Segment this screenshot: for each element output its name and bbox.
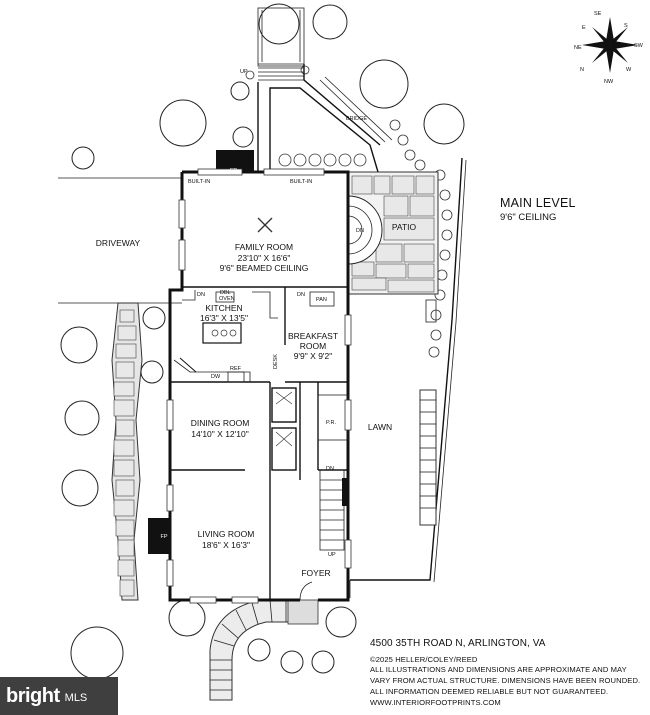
up-label: UP [328, 552, 336, 558]
disclaimer-line: ALL ILLUSTRATIONS AND DIMENSIONS ARE APP… [370, 665, 627, 674]
landscape [60, 3, 465, 680]
down-label: DN [356, 228, 364, 234]
compass-label: W [626, 67, 632, 73]
compass-label: S [624, 23, 628, 29]
dishwasher-label: DW [211, 374, 221, 380]
breakfast-name: BREAKFAST [288, 331, 338, 341]
ceiling-fan-icon [257, 217, 273, 233]
compass-label: SW [634, 43, 644, 49]
living-room-name: LIVING ROOM [198, 529, 255, 539]
pantry-label: PAN [316, 297, 327, 303]
bright-mls-logo: bright MLS [0, 677, 118, 715]
family-room-name: FAMILY ROOM [235, 242, 293, 252]
lawn-name: LAWN [368, 422, 392, 432]
down-label: DN [197, 292, 205, 298]
disclaimer-line: ALL INFORMATION DEEMED RELIABLE BUT NOT … [370, 687, 609, 696]
bridge-label: BRIDGE [346, 116, 367, 122]
oven-label: DBL [220, 290, 231, 296]
down-label: DN [297, 292, 305, 298]
compass-label: NE [574, 45, 582, 51]
logo-brand: bright [6, 684, 60, 707]
dining-room-name: DINING ROOM [191, 418, 250, 428]
fixture-labels: FP FP BUILT-IN BUILT-IN DN DN DN DN DBL … [160, 69, 367, 558]
foyer-name: FOYER [301, 568, 330, 578]
down-label: DN [326, 466, 334, 472]
disclaimer-line: VARY FROM ACTUAL STRUCTURE. DIMENSIONS H… [370, 676, 641, 685]
compass-label: SE [594, 11, 602, 17]
breakfast-size: 9'9" X 9'2" [294, 351, 333, 361]
dining-room-size: 14'10" X 12'10" [191, 429, 249, 439]
kitchen-size: 16'3" X 13'5" [200, 313, 248, 323]
stone-walkway [111, 302, 143, 601]
built-in-label: BUILT-IN [290, 179, 312, 185]
desk-label: DESK [273, 354, 279, 369]
oven-label: OVEN [219, 296, 235, 302]
fireplace-label: FP [230, 168, 237, 174]
family-room-note: 9'6" BEAMED CEILING [220, 263, 309, 273]
logo-suffix: MLS [64, 692, 88, 704]
level-title: MAIN LEVEL [500, 196, 576, 210]
property-address: 4500 35TH ROAD N, ARLINGTON, VA [370, 638, 546, 649]
room-labels: FAMILY ROOM 23'10" X 16'6" 9'6" BEAMED C… [96, 222, 417, 578]
website: WWW.INTERIORFOOTPRINTS.COM [370, 698, 501, 707]
compass-label: NW [604, 79, 614, 85]
breakfast-name-2: ROOM [300, 341, 326, 351]
built-in-label: BUILT-IN [188, 179, 210, 185]
driveway-name: DRIVEWAY [96, 238, 141, 248]
copyright: ©2025 HELLER/COLEY/REED [370, 655, 478, 664]
compass-rose-icon: SE S SW W NW N NE E [574, 11, 644, 85]
ceiling-height: 9'6" CEILING [500, 212, 557, 223]
house-walls [148, 150, 352, 604]
fireplace-label: FP [160, 534, 167, 540]
tree-icon [60, 3, 465, 680]
powder-room-label: P.R. [326, 420, 336, 426]
family-room-size: 23'10" X 16'6" [238, 253, 291, 263]
lawn-border [350, 157, 467, 583]
kitchen-name: KITCHEN [205, 303, 242, 313]
living-room-size: 18'6" X 16'3" [202, 540, 250, 550]
refrigerator-label: REF [230, 366, 242, 372]
up-label: UP [240, 69, 248, 75]
compass-label: E [582, 25, 586, 31]
compass-label: N [580, 67, 584, 73]
patio-name: PATIO [392, 222, 417, 232]
